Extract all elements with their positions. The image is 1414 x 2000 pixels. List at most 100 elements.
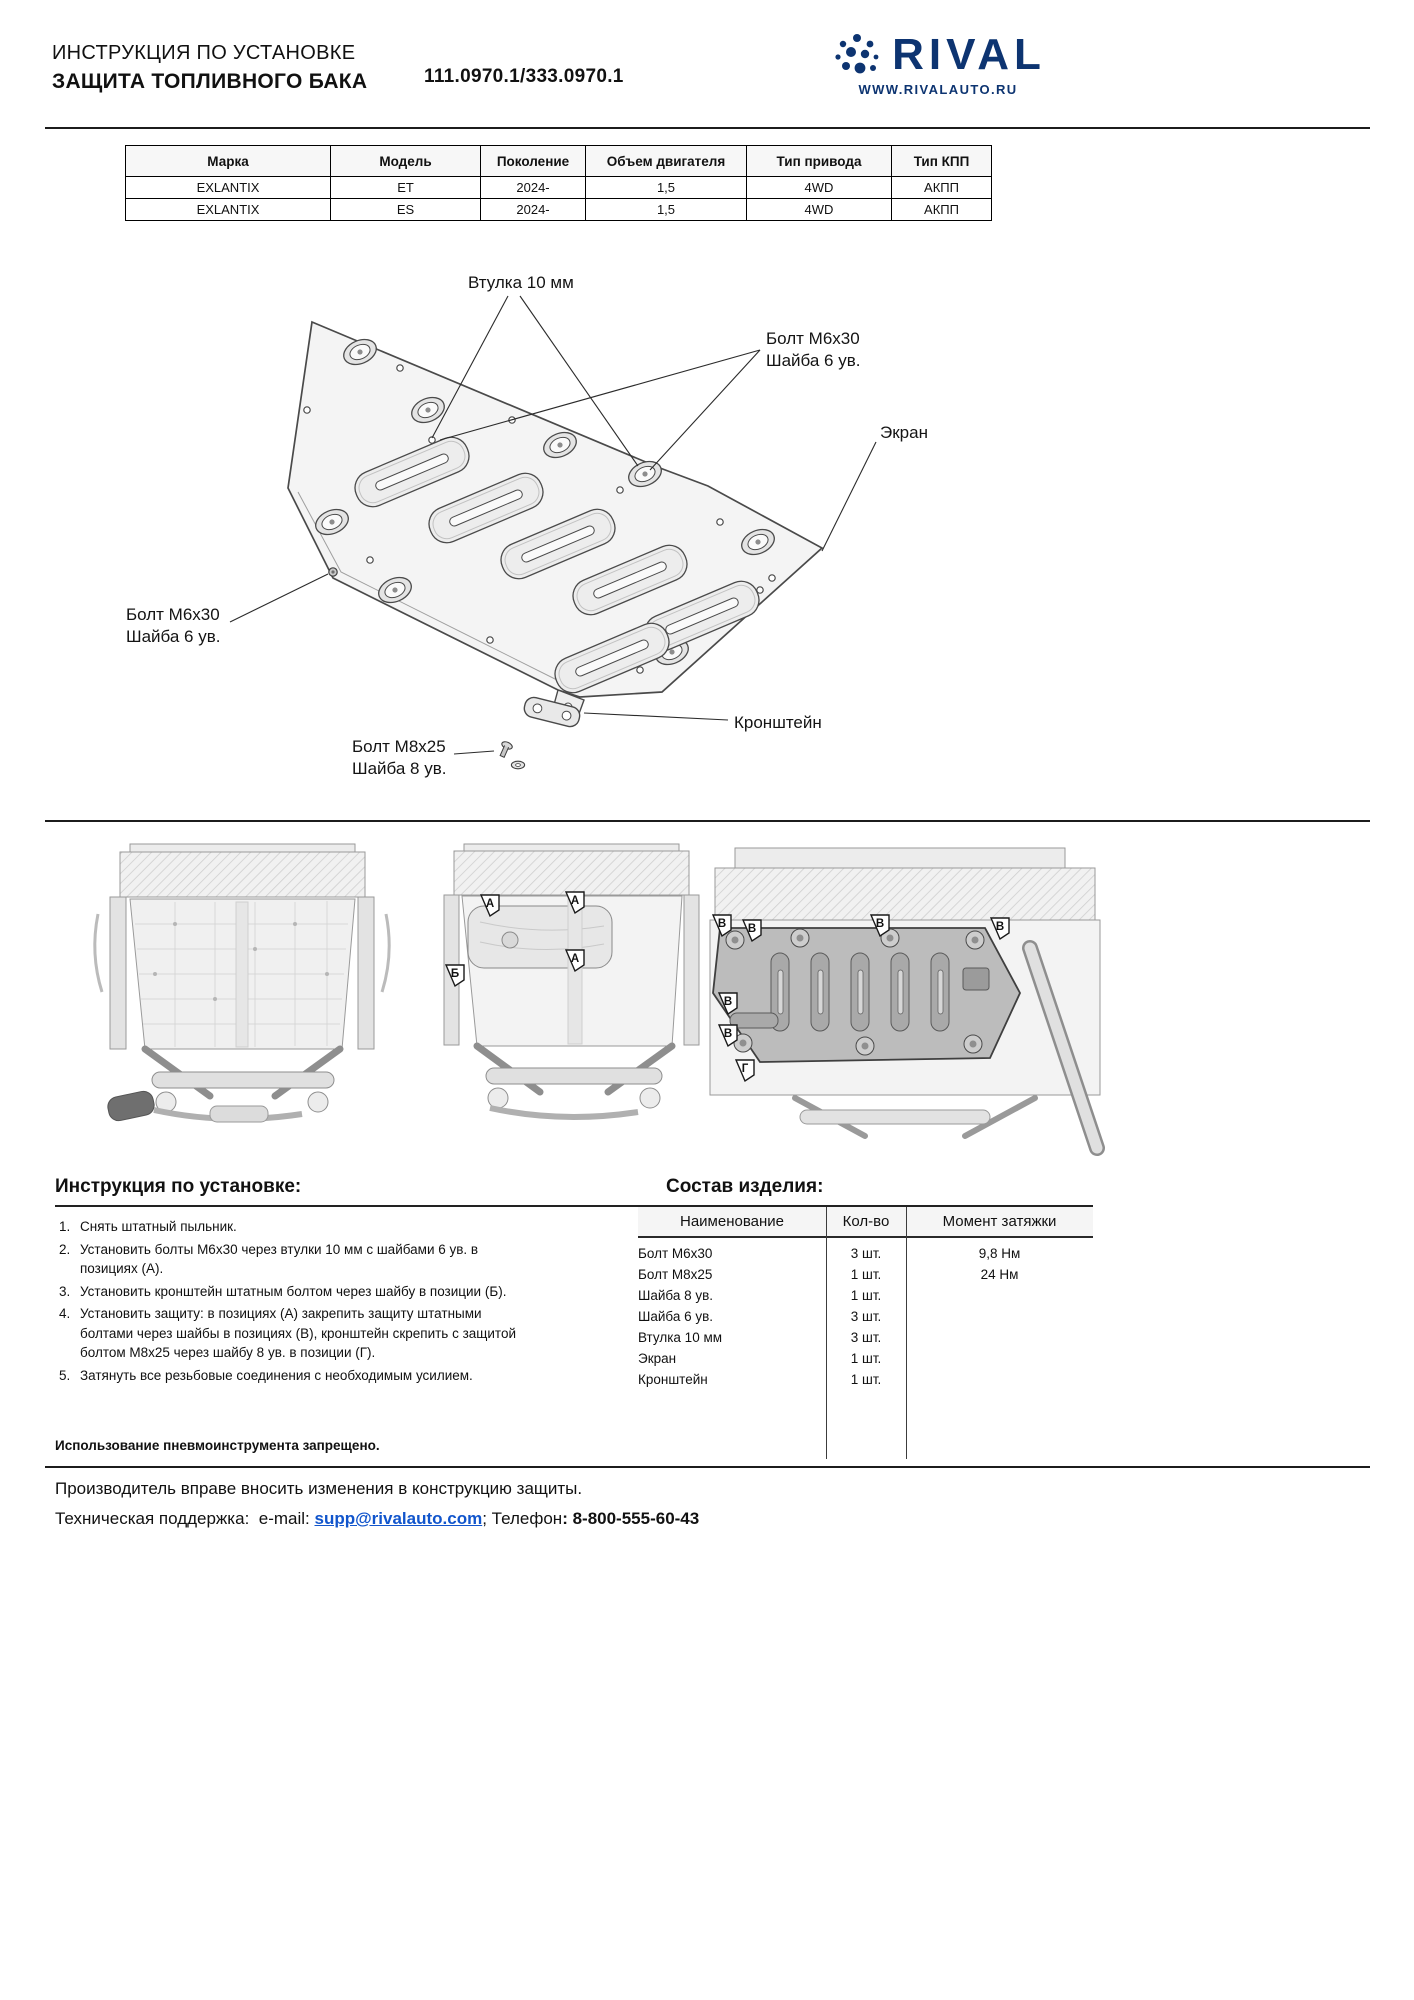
- support-phone: : 8-800-555-60-43: [562, 1509, 700, 1528]
- label-bolt-m6-left: Болт М6х30: [126, 605, 220, 624]
- parts-row: Шайба 6 ув. 3 шт.: [638, 1306, 1093, 1327]
- part-name: Шайба 8 ув.: [638, 1288, 714, 1303]
- spec-cell: ES: [330, 198, 481, 221]
- part-name: Экран: [638, 1351, 677, 1366]
- marker-b: Б: [445, 964, 465, 987]
- support-prefix: Техническая поддержка: e-mail:: [55, 1509, 315, 1528]
- svg-text:В: В: [748, 923, 756, 935]
- parts-table-header: Наименование Кол-во Момент затяжки: [638, 1207, 1093, 1238]
- spec-cell: 1,5: [585, 198, 747, 221]
- parts-table-divider: [906, 1207, 907, 1459]
- parts-section: Состав изделия: Наименование Кол-во Моме…: [638, 1176, 1093, 1459]
- vehicle-spec-table: Марка Модель Поколение Объем двигателя Т…: [125, 145, 992, 221]
- label-screen: Экран: [880, 423, 928, 442]
- brand-website[interactable]: WWW.RIVALAUTO.RU: [858, 82, 1018, 97]
- part-qty: 1 шт.: [850, 1267, 882, 1282]
- instructions-title: Инструкция по установке:: [55, 1176, 648, 1207]
- underbody-view-installed: В В В В В В Г: [709, 847, 1105, 1156]
- marker-v: В: [870, 914, 890, 937]
- part-qty: 3 шт.: [850, 1246, 882, 1261]
- marker-a: А: [565, 891, 585, 914]
- parts-row: Кронштейн 1 шт.: [638, 1369, 1093, 1390]
- doc-title: ЗАЩИТА ТОПЛИВНОГО БАКА: [52, 70, 368, 93]
- spec-col-model: Модель: [330, 145, 481, 177]
- spec-cell: ET: [330, 176, 481, 199]
- instruction-step: Снять штатный пыльник.: [59, 1217, 237, 1236]
- spec-cell: 4WD: [746, 198, 892, 221]
- bolt-m8-part: [499, 741, 513, 758]
- parts-row: Втулка 10 мм 3 шт.: [638, 1327, 1093, 1348]
- part-qty: 1 шт.: [850, 1372, 882, 1387]
- svg-text:Г: Г: [742, 1063, 749, 1075]
- spec-cell: 2024-: [480, 198, 586, 221]
- svg-text:В: В: [996, 921, 1004, 933]
- part-name: Кронштейн: [638, 1372, 708, 1387]
- parts-row: Экран 1 шт.: [638, 1348, 1093, 1369]
- parts-row: Болт М6х30 3 шт. 9,8 Нм: [638, 1243, 1093, 1264]
- spec-cell: 4WD: [746, 176, 892, 199]
- instruction-step: Установить болты М6х30 через втулки 10 м…: [59, 1240, 479, 1277]
- marker-v: В: [718, 992, 738, 1015]
- spec-col-generation: Поколение: [480, 145, 586, 177]
- label-washer-8: Шайба 8 ув.: [352, 759, 447, 778]
- spec-cell: EXLANTIX: [125, 198, 331, 221]
- part-torque: 24 Нм: [980, 1267, 1019, 1282]
- support-separator: ; Телефон: [482, 1509, 563, 1528]
- underbody-view-front: [93, 843, 391, 1123]
- bracket-part: [523, 696, 581, 728]
- instruction-step: Установить защиту: в позициях (А) закреп…: [59, 1304, 517, 1361]
- muffler-shape: [107, 1090, 155, 1122]
- svg-text:А: А: [571, 953, 579, 965]
- svg-text:В: В: [724, 996, 732, 1008]
- marker-a: А: [565, 949, 585, 972]
- part-qty: 1 шт.: [850, 1288, 882, 1303]
- spec-cell: АКПП: [891, 198, 992, 221]
- spec-row: EXLANTIX ET 2024- 1,5 4WD АКПП: [125, 176, 992, 199]
- parts-table: Наименование Кол-во Момент затяжки Болт …: [638, 1207, 1093, 1459]
- parts-rows: Болт М6х30 3 шт. 9,8 Нм Болт М8х25 1 шт.…: [638, 1238, 1093, 1390]
- header-divider: [45, 127, 1370, 129]
- label-bracket: Кронштейн: [734, 713, 822, 732]
- parts-col-qty: Кол-во: [842, 1213, 890, 1230]
- exploded-diagram: Втулка 10 мм Болт М6х30 Шайба 6 ув. Экра…: [126, 273, 928, 778]
- svg-text:В: В: [718, 918, 726, 930]
- parts-row: Шайба 8 ув. 1 шт.: [638, 1285, 1093, 1306]
- brand-wordmark: RIVAL: [892, 30, 1046, 79]
- marker-v: В: [718, 1024, 738, 1047]
- part-name: Болт М6х30: [638, 1246, 713, 1261]
- part-qty: 1 шт.: [850, 1351, 882, 1366]
- instruction-step: Установить кронштейн штатным болтом чере…: [59, 1282, 507, 1301]
- marker-g: Г: [735, 1059, 755, 1082]
- label-bolt-m6-right: Болт М6х30: [766, 329, 860, 348]
- pneumatic-warning: Использование пневмоинструмента запрещен…: [55, 1438, 380, 1453]
- instructions-steps: Снять штатный пыльник. Установить болты …: [55, 1217, 525, 1386]
- part-qty: 3 шт.: [850, 1330, 882, 1345]
- washer-8-part: [510, 760, 526, 770]
- spec-cell: 2024-: [480, 176, 586, 199]
- footer-divider: [45, 1466, 1370, 1468]
- spec-cell: EXLANTIX: [125, 176, 331, 199]
- part-name: Болт М8х25: [638, 1267, 713, 1282]
- parts-table-divider: [826, 1207, 827, 1459]
- shield-plate: [287, 320, 824, 698]
- marker-v: В: [712, 914, 732, 937]
- brand-logo: RIVAL WWW.RIVALAUTO.RU: [812, 30, 1064, 97]
- underbody-views: А А А Б: [93, 843, 1105, 1156]
- svg-text:А: А: [571, 895, 579, 907]
- underbody-view-tank: А А А Б: [443, 843, 700, 1120]
- brand-dots-icon: [835, 34, 879, 74]
- marker-v: В: [742, 919, 762, 942]
- spec-col-gearbox: Тип КПП: [891, 145, 992, 177]
- label-washer-6-right: Шайба 6 ув.: [766, 351, 861, 370]
- parts-title: Состав изделия:: [638, 1176, 1093, 1207]
- part-number: 111.0970.1/333.0970.1: [424, 66, 624, 87]
- support-email-link[interactable]: supp@rivalauto.com: [314, 1509, 483, 1528]
- marker-v: В: [990, 917, 1010, 940]
- installed-shield-plate: [712, 927, 1022, 1063]
- svg-text:В: В: [724, 1028, 732, 1040]
- installed-washer-seats: [725, 928, 985, 1056]
- parts-col-torque: Момент затяжки: [942, 1213, 1057, 1230]
- part-name: Шайба 6 ув.: [638, 1309, 714, 1324]
- svg-text:А: А: [486, 898, 494, 910]
